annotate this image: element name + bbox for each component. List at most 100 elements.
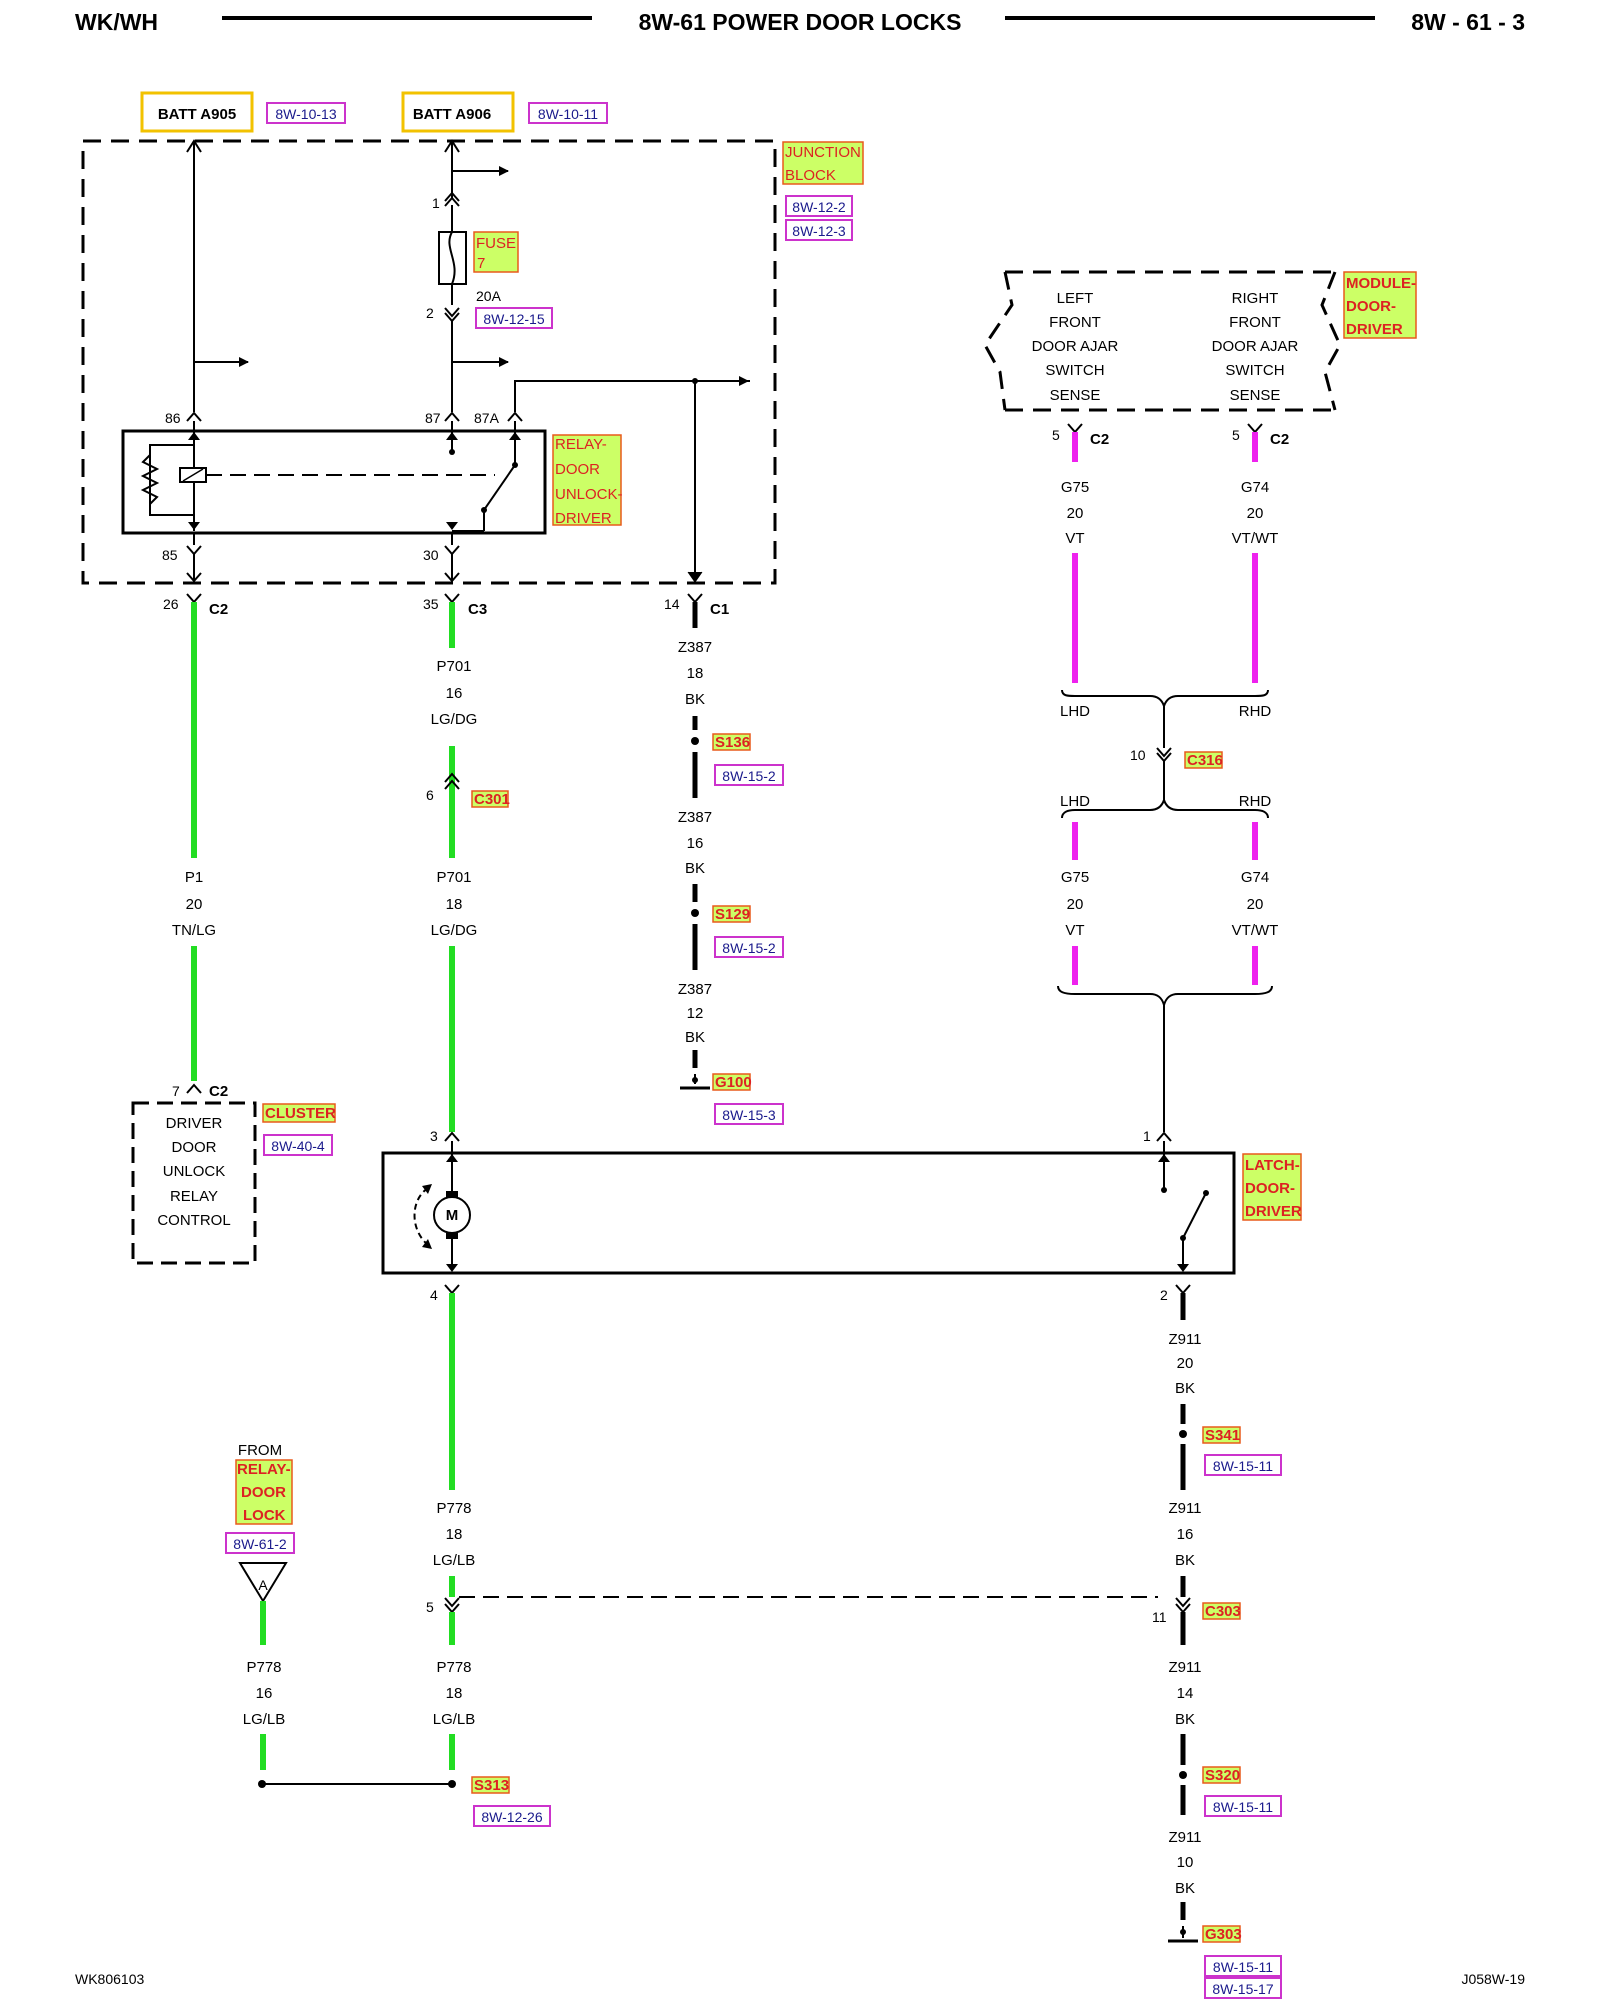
svg-text:RELAY: RELAY [170,1188,218,1205]
wire-g74-lower: G74 20 VT/WT [1232,869,1279,939]
svg-text:DOOR-: DOOR- [1245,1180,1295,1197]
svg-text:VT: VT [1065,922,1084,939]
svg-text:VT/WT: VT/WT [1232,530,1279,547]
svg-text:S136: S136 [715,734,750,751]
svg-text:8W-15-11: 8W-15-11 [1213,1458,1273,1474]
svg-text:RELAY-: RELAY- [237,1461,291,1478]
svg-text:P701: P701 [436,658,471,675]
svg-text:BK: BK [1175,1552,1195,1569]
svg-text:DRIVER: DRIVER [1346,321,1403,338]
svg-text:8W-12-2: 8W-12-2 [792,199,846,215]
wire-z911-20: Z911 20 BK [1168,1331,1201,1397]
svg-text:8W-15-2: 8W-15-2 [722,768,776,784]
svg-text:LG/LB: LG/LB [433,1711,476,1728]
connector-module-c2-left: 5 C2 [1052,423,1109,448]
svg-text:14: 14 [664,596,680,612]
svg-text:DRIVER: DRIVER [1245,1203,1302,1220]
connector-c301: 6 C301 [426,772,510,808]
svg-text:8W-12-15: 8W-12-15 [483,311,544,327]
splice-s313: S313 8W-12-26 [258,1776,551,1827]
wire-z387-16: Z387 16 BK [678,809,712,877]
svg-text:P1: P1 [185,869,203,886]
svg-text:DOOR AJAR: DOOR AJAR [1032,338,1119,355]
svg-text:S341: S341 [1205,1427,1240,1444]
from-relay-door-lock: FROM RELAY- DOOR LOCK 8W-61-2 A [225,1442,295,1603]
wire-g74-upper: G74 20 VT/WT [1232,479,1279,547]
wire-p778-16: P778 16 LG/LB [243,1659,286,1728]
svg-text:RIGHT: RIGHT [1232,290,1279,307]
svg-text:P778: P778 [246,1659,281,1676]
svg-text:UNLOCK-: UNLOCK- [555,486,623,503]
svg-text:BK: BK [1175,1880,1195,1897]
svg-text:VT: VT [1065,530,1084,547]
svg-text:C1: C1 [710,601,729,618]
wire-p701-16: P701 16 LG/DG [431,658,478,728]
svg-text:6: 6 [426,787,434,803]
svg-text:RELAY-: RELAY- [555,436,607,453]
svg-text:4: 4 [430,1287,438,1303]
connector-c3-35: 35 C3 [423,593,487,618]
svg-text:2: 2 [1160,1287,1168,1303]
svg-text:P701: P701 [436,869,471,886]
svg-text:RHD: RHD [1239,703,1272,720]
cluster-module: DRIVER DOOR UNLOCK RELAY CONTROL CLUSTER… [131,1101,336,1265]
connector-c316: 10 C316 [1130,747,1223,769]
wire-p778-18-upper: P778 18 LG/LB [433,1500,476,1569]
svg-text:DOOR: DOOR [241,1484,286,1501]
svg-text:Z911: Z911 [1168,1829,1201,1846]
svg-text:20: 20 [1247,896,1264,913]
svg-text:7: 7 [172,1083,180,1099]
svg-text:BATT A906: BATT A906 [413,106,491,123]
splice-s320: S320 8W-15-11 [1179,1766,1282,1817]
svg-text:8W-61-2: 8W-61-2 [233,1536,287,1552]
wire-z911-16: Z911 16 BK [1168,1500,1201,1569]
svg-text:P778: P778 [436,1659,471,1676]
svg-text:20: 20 [1247,505,1264,522]
svg-text:18: 18 [446,1685,463,1702]
svg-text:C2: C2 [209,601,228,618]
svg-text:G100: G100 [715,1074,752,1091]
svg-text:FUSE: FUSE [476,235,516,252]
svg-text:20: 20 [1177,1355,1194,1372]
svg-text:5: 5 [1232,427,1240,443]
svg-text:TN/LG: TN/LG [172,922,216,939]
splice-s341: S341 8W-15-11 [1179,1426,1282,1476]
ground-g303: G303 8W-15-11 8W-15-17 [1168,1925,1282,1999]
svg-text:CONTROL: CONTROL [157,1212,230,1229]
svg-text:20: 20 [1067,896,1084,913]
svg-text:G75: G75 [1061,479,1089,496]
svg-text:87: 87 [425,410,441,426]
svg-text:18: 18 [446,896,463,913]
svg-text:7: 7 [477,255,485,272]
svg-text:Z387: Z387 [678,981,712,998]
svg-text:LG/LB: LG/LB [433,1552,476,1569]
svg-text:8W-10-11: 8W-10-11 [538,106,598,122]
latch-door-driver: M LATCH- DOOR- DRIVER [381,1141,1302,1275]
svg-text:C2: C2 [209,1083,228,1100]
connector-module-c2-right: 5 C2 [1232,423,1289,448]
svg-text:SENSE: SENSE [1230,387,1281,404]
svg-text:Z911: Z911 [1168,1331,1201,1348]
svg-text:S129: S129 [715,906,750,923]
svg-text:LHD: LHD [1060,703,1090,720]
svg-text:C2: C2 [1270,431,1289,448]
wire-p1: P1 20 TN/LG [172,869,216,939]
svg-text:G75: G75 [1061,869,1089,886]
svg-text:C301: C301 [474,791,510,808]
svg-text:DRIVER: DRIVER [555,510,612,527]
svg-text:20: 20 [186,896,203,913]
relay-door-unlock-driver: 86 87 87A RELAY- DOOR UNLOCK- DRIV [121,410,623,583]
svg-text:20A: 20A [476,288,502,304]
svg-text:M: M [446,1207,459,1224]
svg-text:LOCK: LOCK [243,1507,286,1524]
svg-text:G74: G74 [1241,479,1269,496]
svg-text:16: 16 [1177,1526,1194,1543]
wire-p778-18-lower: P778 18 LG/LB [433,1659,476,1728]
svg-text:5: 5 [1052,427,1060,443]
svg-text:BK: BK [685,691,705,708]
svg-text:16: 16 [446,685,463,702]
svg-text:LHD: LHD [1060,793,1090,810]
svg-text:BK: BK [1175,1711,1195,1728]
svg-text:8W-15-2: 8W-15-2 [722,940,776,956]
svg-text:DOOR-: DOOR- [1346,298,1396,315]
